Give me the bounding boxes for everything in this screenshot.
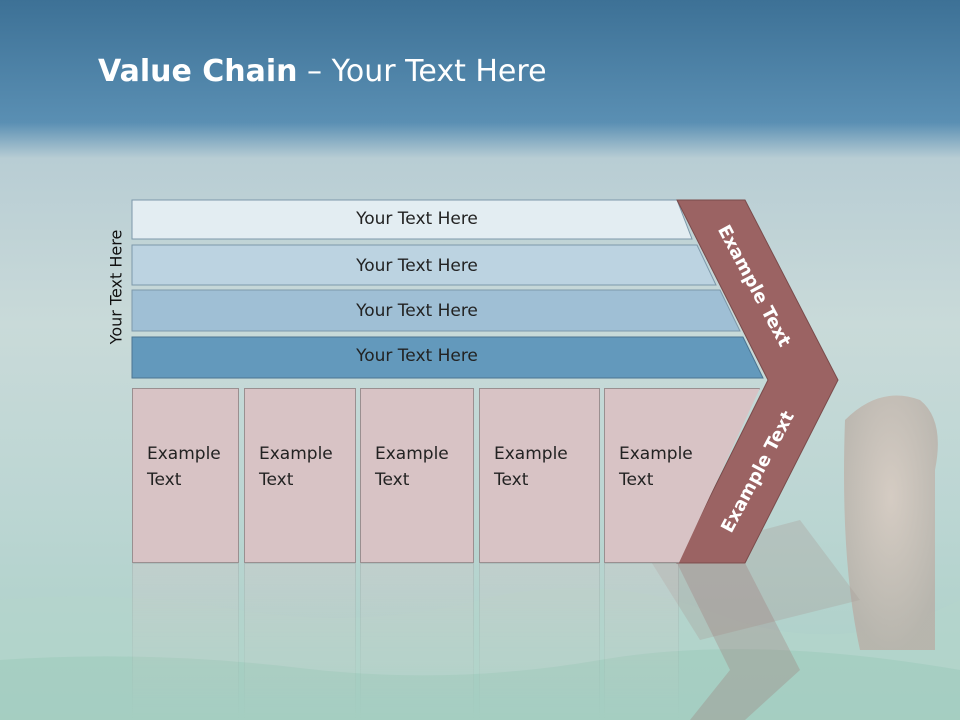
- box-3-line1: Example: [375, 444, 449, 464]
- bar-3-label-row: Your Text Here: [0, 292, 960, 330]
- box-1-line2: Text: [147, 470, 182, 490]
- bar-1-label: Your Text Here: [356, 209, 478, 229]
- box-4: Example Text: [479, 388, 600, 563]
- bar-4: [131, 336, 764, 379]
- box-3-line2: Text: [375, 470, 410, 490]
- bar-2: [131, 244, 717, 286]
- bar-1: [131, 199, 693, 240]
- bar-4-label: Your Text Here: [356, 346, 478, 366]
- title-bold: Value Chain: [98, 54, 298, 89]
- box-4-line2: Text: [494, 470, 529, 490]
- box-5-line1: Example: [619, 444, 693, 464]
- box-2-line2: Text: [259, 470, 294, 490]
- box-1: Example Text: [132, 388, 239, 563]
- bar-4-label-row: Your Text Here: [0, 337, 960, 375]
- box-4-line1: Example: [494, 444, 568, 464]
- box-3: Example Text: [360, 388, 474, 563]
- slide-title: Value Chain – Your Text Here: [98, 54, 547, 89]
- title-rest: – Your Text Here: [297, 54, 547, 89]
- bar-2-label: Your Text Here: [356, 256, 478, 276]
- bar-1-label-row: Your Text Here: [0, 200, 960, 238]
- chevron: [676, 199, 839, 564]
- box-5-line2: Text: [619, 470, 654, 490]
- bar-2-label-row: Your Text Here: [0, 247, 960, 285]
- box-2: Example Text: [244, 388, 356, 563]
- bar-3: [131, 289, 741, 332]
- box-2-line1: Example: [259, 444, 333, 464]
- box-1-line1: Example: [147, 444, 221, 464]
- chevron-reflection: [677, 563, 800, 720]
- boxes-reflection: [132, 563, 772, 720]
- bar-3-label: Your Text Here: [356, 301, 478, 321]
